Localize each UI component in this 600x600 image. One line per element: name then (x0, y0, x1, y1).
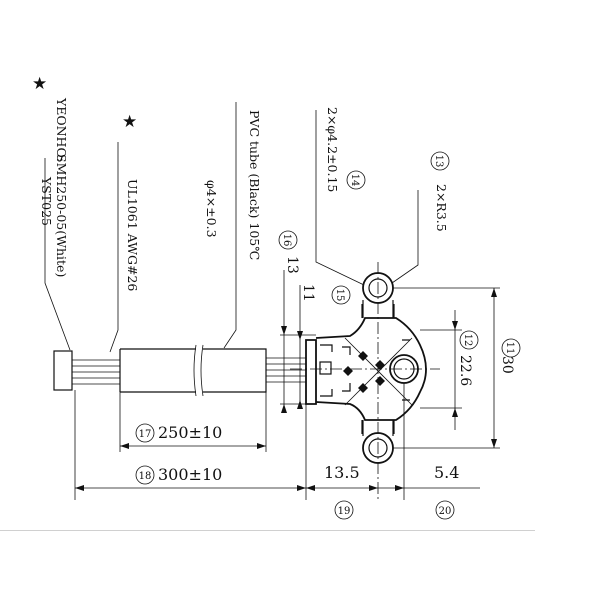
label-radius: 2×R3.5 (434, 184, 449, 232)
dim-13-value: 13 (284, 256, 300, 274)
dim-22-6 (420, 310, 462, 430)
leader-holes (315, 110, 365, 286)
callout-11: 11 (501, 338, 521, 358)
dim-300 (74, 390, 306, 500)
star-mark-2: ★ (122, 112, 137, 132)
bottom-divider (0, 530, 535, 531)
label-yeonho: YEONHO: (54, 97, 69, 162)
dim-5-4-value: 5.4 (434, 463, 459, 482)
connector-housing (53, 350, 73, 391)
leader-connector (44, 158, 71, 351)
dim-11-value: 11 (300, 284, 316, 302)
callout-19: 19 (334, 500, 354, 520)
dim-13-5-value: 13.5 (324, 463, 360, 482)
dim-250 (119, 392, 267, 452)
pvc-tube-left (119, 348, 196, 393)
svg-text:20: 20 (439, 506, 452, 517)
svg-text:14: 14 (349, 174, 360, 187)
callout-14: 14 (346, 170, 366, 190)
dim-22-6-value: 22.6 (457, 355, 473, 386)
label-smh250: SMH250-05(White) (54, 154, 69, 277)
callout-17: 17 (135, 423, 155, 443)
diag-centerline-2 (344, 337, 413, 406)
label-phi4: φ4×±0.3 (204, 180, 219, 238)
label-yst025: YST025 (39, 176, 54, 226)
callout-18: 18 (135, 465, 155, 485)
label-ul1061: UL1061 AWG#26 (125, 179, 140, 291)
star-mark-1: ★ (32, 74, 47, 94)
dim-13-11 (280, 270, 316, 413)
dim-300-value: 300±10 (158, 465, 222, 484)
svg-text:16: 16 (281, 234, 292, 247)
dim-30-value: 30 (499, 356, 515, 374)
svg-text:18: 18 (139, 471, 152, 482)
dim-250-value: 250±10 (158, 423, 222, 442)
pvc-tube-right (203, 348, 267, 393)
dim-13-5 (305, 404, 378, 500)
callout-13: 13 (430, 151, 450, 171)
label-pvc-tube: PVC tube (Black) 105℃ (247, 110, 262, 260)
leader-radius (391, 190, 419, 284)
tube-break (193, 344, 204, 397)
dim-5-4 (378, 383, 480, 500)
motor-body (305, 272, 427, 464)
callout-12: 12 (459, 330, 479, 350)
callout-20: 20 (435, 500, 455, 520)
callout-16: 16 (278, 230, 298, 250)
label-holes: 2×φ4.2±0.15 (325, 107, 340, 192)
callout-15: 15 (331, 285, 351, 305)
svg-text:19: 19 (338, 506, 351, 517)
leader-wire (109, 142, 119, 353)
svg-text:13: 13 (433, 155, 444, 168)
leader-pvc (223, 102, 237, 349)
svg-text:12: 12 (462, 334, 473, 347)
svg-text:15: 15 (334, 289, 345, 302)
dim-30 (393, 287, 500, 449)
svg-text:11: 11 (504, 342, 515, 355)
svg-text:17: 17 (139, 429, 152, 440)
